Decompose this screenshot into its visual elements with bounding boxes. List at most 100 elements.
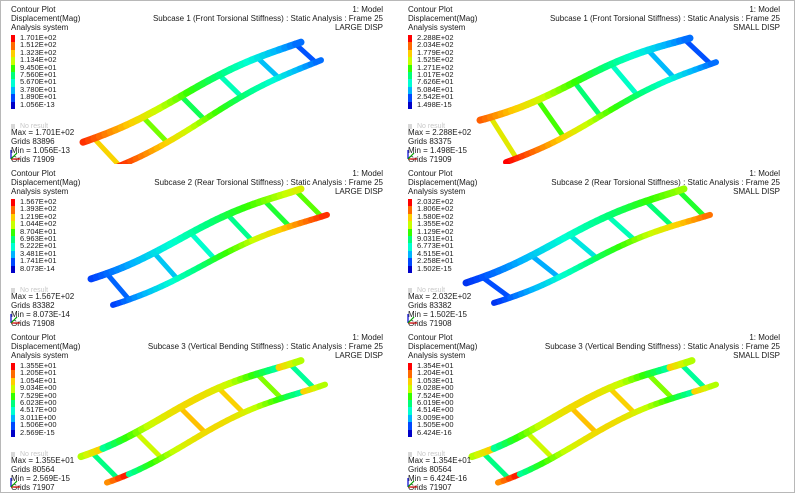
legend-row: 2.569E-15 (11, 428, 91, 437)
plot-type-label: Contour Plot (11, 169, 56, 178)
frame-crossmember (89, 450, 121, 482)
subcase-label: Subcase 3 (Vertical Bending Stiffness) :… (147, 342, 383, 351)
legend-value: 3.011E+00 (20, 412, 56, 422)
legend-swatch (11, 377, 15, 386)
coordinate-system-label: Analysis system (11, 23, 69, 32)
contour-panel-subcase3-large[interactable]: Contour Plot Displacement(Mag) Analysis … (1, 329, 397, 492)
legend-swatch (11, 228, 15, 236)
contour-panel-subcase1-large[interactable]: Contour Plot Displacement(Mag) Analysis … (1, 1, 397, 164)
legend-swatch (408, 258, 412, 266)
max-value: Max = 2.032E+02 (408, 292, 472, 301)
frame-rail-segment (318, 211, 330, 220)
legend-swatch (408, 385, 412, 393)
legend-swatch (11, 385, 15, 393)
legend-swatch (11, 429, 15, 437)
legend-row: 2.032E+02 (408, 197, 488, 207)
frame-crossmember (254, 371, 284, 401)
frame-crossmember (605, 213, 637, 243)
legend-value: 1.505E+00 (417, 420, 454, 430)
legend-value: 1.502E-15 (417, 263, 452, 273)
max-value: Max = 2.288E+02 (408, 128, 472, 137)
frame-crossmember (676, 188, 708, 220)
frame-crossmember (645, 371, 675, 401)
legend-row: 4.515E+01 (408, 249, 488, 259)
min-grid-id: Grids 71908 (408, 319, 452, 328)
triad-axis (10, 152, 18, 160)
legend-row: 1.505E+00 (408, 420, 488, 430)
chassis-frame-contour (77, 357, 328, 486)
legend-row: 1.354E+01 (408, 362, 488, 371)
min-value: Min = 8.073E-14 (11, 310, 70, 319)
frame-crossmember (104, 271, 132, 303)
frame-rail-segment (292, 38, 305, 48)
frame-crossmember (133, 429, 164, 461)
model-info: 1: Model Subcase 1 (Front Torsional Stif… (550, 5, 780, 32)
frame-crossmember (225, 212, 255, 244)
legend-row: 1.502E-15 (408, 263, 488, 273)
legend-value: 9.031E+01 (417, 233, 454, 243)
legend-value: 1.323E+02 (20, 47, 57, 57)
legend-row: 6.773E+01 (408, 242, 488, 251)
legend-value: 1.205E+01 (20, 368, 57, 378)
min-value: Min = 1.502E-15 (408, 310, 467, 319)
legend-value: 1.890E+01 (20, 92, 57, 102)
axis-triad-icon (10, 150, 20, 160)
axis-triad-icon (407, 478, 417, 488)
legend-value: 8.073E-14 (20, 263, 55, 273)
legend-value: 7.560E+01 (20, 69, 57, 79)
legend-value: 1.506E+00 (20, 420, 57, 430)
legend-swatch (11, 35, 15, 43)
legend-value: 1.044E+02 (20, 219, 57, 229)
contour-panel-subcase2-large[interactable]: Contour Plot Displacement(Mag) Analysis … (1, 165, 397, 328)
model-info: 1: Model Subcase 2 (Rear Torsional Stiff… (154, 169, 383, 196)
legend-value: 5.084E+01 (417, 84, 454, 94)
legend-swatch (11, 64, 15, 72)
min-max-stats: Max = 2.032E+02 Grids 83382 Min = 1.502E… (408, 292, 471, 328)
frame-crossmember (293, 41, 319, 65)
chassis-frame-contour (87, 185, 330, 308)
frame-crossmember (645, 47, 677, 81)
legend-value: 1.134E+02 (20, 55, 57, 65)
legend-row: 1.890E+01 (11, 92, 91, 102)
legend-value: 3.481E+01 (20, 248, 57, 258)
frame-crossmember (643, 198, 675, 229)
contour-panel-subcase2-small[interactable]: Contour Plot Displacement(Mag) Analysis … (398, 165, 794, 328)
legend-swatch (408, 35, 412, 43)
legend-value: 1.512E+02 (20, 40, 57, 50)
legend-swatch (11, 199, 15, 207)
frame-crossmember (91, 135, 122, 164)
legend-swatch (11, 422, 15, 430)
legend-row: 9.450E+01 (11, 62, 91, 72)
legend-row: 9.028E+00 (408, 384, 488, 393)
frame-crossmember (216, 385, 246, 416)
legend-row: 1.567E+02 (11, 198, 91, 207)
subcase-label: Subcase 3 (Vertical Bending Stiffness) :… (544, 342, 780, 351)
legend-swatch (408, 407, 412, 415)
legend-value: 9.034E+00 (20, 383, 57, 393)
legend-row: 3.011E+00 (11, 412, 91, 423)
legend-swatch (408, 42, 412, 50)
legend-value: 2.032E+02 (417, 197, 454, 206)
legend-row: 4.514E+00 (408, 406, 488, 415)
frame-crossmember (535, 97, 567, 140)
plot-type-label: Contour Plot (11, 333, 56, 342)
legend-value: 9.450E+01 (20, 62, 57, 72)
contour-panel-subcase3-small[interactable]: Contour Plot Displacement(Mag) Analysis … (398, 329, 794, 492)
legend-swatch (408, 422, 412, 430)
legend-swatch (408, 235, 412, 244)
legend-swatch (408, 265, 412, 273)
contour-panel-subcase1-small[interactable]: Contour Plot Displacement(Mag) Analysis … (398, 1, 794, 164)
legend-row: 1.219E+02 (11, 212, 91, 222)
frame-rail-segment (312, 57, 324, 66)
no-result-legend-entry: No result (11, 451, 48, 458)
subcase-label: Subcase 1 (Front Torsional Stiffness) : … (549, 14, 780, 23)
legend-row: 1.271E+02 (408, 63, 488, 72)
legend-row: 6.023E+00 (11, 398, 91, 408)
chassis-frame-contour (468, 357, 719, 486)
axis-triad-icon (407, 150, 417, 160)
subcase-label: Subcase 2 (Rear Torsional Stiffness) : S… (551, 178, 780, 187)
analysis-mode-label: SMALL DISP (733, 187, 780, 196)
legend-row: 1.701E+02 (11, 34, 91, 43)
legend-row: 3.009E+00 (408, 413, 488, 423)
